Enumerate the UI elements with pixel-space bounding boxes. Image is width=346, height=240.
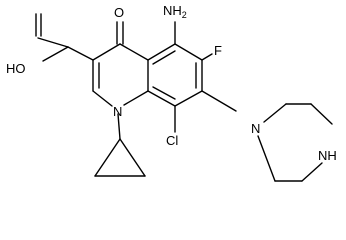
bond xyxy=(152,50,176,65)
atom-label-nitrogen-nh: NH xyxy=(318,148,337,163)
molecule-structure: NH2 O HO F N N NH Cl xyxy=(6,3,337,182)
bond xyxy=(94,138,121,177)
bond xyxy=(152,86,176,100)
bond xyxy=(301,162,323,182)
bond xyxy=(37,37,69,48)
bond xyxy=(67,46,94,61)
atom-label-nh2-main: NH xyxy=(163,3,182,18)
atom-label-chlorine: Cl xyxy=(166,133,178,148)
atom-label-nh2: NH2 xyxy=(163,3,187,20)
bond xyxy=(123,90,149,106)
bond xyxy=(201,90,237,112)
bond xyxy=(119,138,146,177)
bond xyxy=(147,90,176,107)
bond xyxy=(257,135,276,182)
bond-lines xyxy=(35,13,333,182)
bond xyxy=(174,90,203,107)
atom-label-nitrogen-ring: N xyxy=(113,104,122,119)
bond xyxy=(92,43,121,61)
atom-labels: NH2 O HO F N N NH Cl xyxy=(6,3,337,163)
bond xyxy=(92,90,113,107)
bond xyxy=(42,46,69,62)
bond xyxy=(117,113,121,140)
atom-label-nitrogen-piperazine: N xyxy=(251,121,260,136)
bond xyxy=(119,43,149,61)
atom-label-fluorine: F xyxy=(214,43,222,58)
atom-label-nh2-sub: 2 xyxy=(182,10,187,20)
bond xyxy=(263,103,287,123)
bond xyxy=(147,43,176,61)
atom-label-hydroxyl: HO xyxy=(6,61,26,76)
bond xyxy=(174,43,203,61)
bond xyxy=(201,53,213,61)
atom-label-oxygen-ketone: O xyxy=(114,5,124,20)
bond xyxy=(310,103,333,125)
